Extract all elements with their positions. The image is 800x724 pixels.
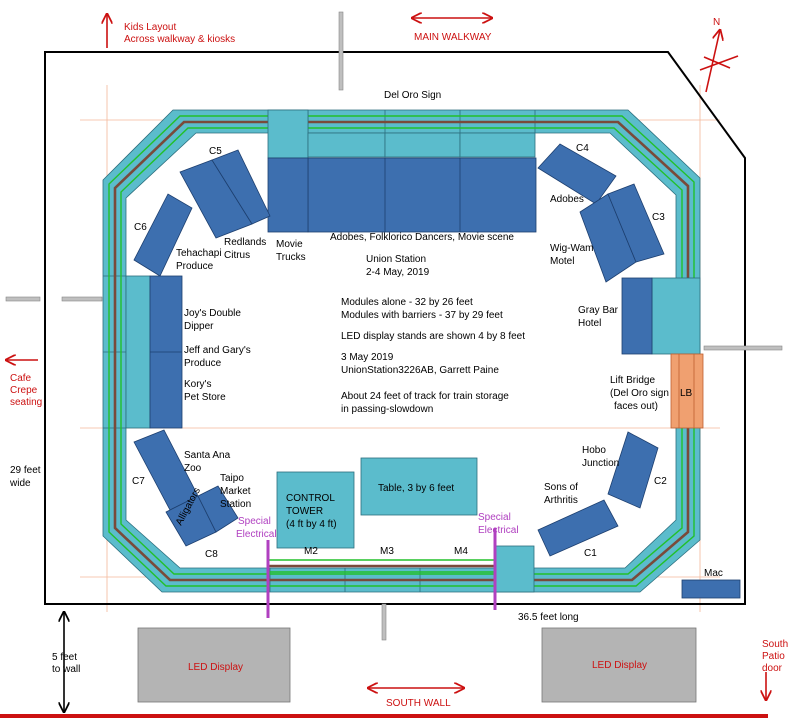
kids-layout-sub: Across walkway & kiosks — [124, 34, 235, 45]
patio-label: South — [762, 639, 788, 650]
patio-label-2: Patio — [762, 651, 785, 662]
length-label: 36.5 feet long — [518, 612, 579, 623]
m3-label: M3 — [380, 546, 394, 557]
led-display-right-label: LED Display — [592, 660, 647, 671]
sons-label-2: Arthritis — [544, 495, 578, 506]
center-line-5: Modules with barriers - 37 by 29 feet — [341, 310, 503, 321]
left-modules — [125, 275, 151, 429]
liftbridge-label-2: (Del Oro sign — [610, 388, 669, 399]
center-line-4: Modules alone - 32 by 26 feet — [341, 297, 473, 308]
liftbridge-label: Lift Bridge — [610, 375, 655, 386]
cafe-label-3: seating — [10, 397, 42, 408]
main-walkway-label: MAIN WALKWAY — [414, 32, 492, 43]
wigwam-label-2: Motel — [550, 256, 574, 267]
graybar-label-2: Hotel — [578, 318, 601, 329]
kids-layout-label: Kids Layout — [124, 22, 176, 33]
track-loop — [108, 115, 695, 587]
center-line-7: 3 May 2019 — [341, 352, 394, 363]
center-line-6: LED display stands are shown 4 by 8 feet — [341, 331, 525, 342]
table — [360, 457, 478, 516]
control-tower-label-2: TOWER — [286, 506, 323, 517]
buildings — [133, 143, 741, 599]
c1-label: C1 — [584, 548, 597, 559]
santa-ana-label: Santa Ana — [184, 450, 231, 461]
led-display-right — [541, 627, 697, 703]
room-outline — [44, 51, 746, 605]
text-labels: Kids Layout Across walkway & kiosks MAIN… — [9, 17, 788, 709]
special-electrical-right-label-2: Electrical — [478, 525, 519, 536]
sons-label: Sons of — [544, 482, 578, 493]
center-line-10: in passing-slowdown — [341, 404, 433, 415]
control-tower-label: CONTROL — [286, 493, 335, 504]
redlands-label: Redlands — [224, 237, 266, 248]
lift-bridge — [670, 353, 704, 429]
m2-label: M2 — [304, 546, 318, 557]
center-line-8: UnionStation3226AB, Garrett Paine — [341, 365, 499, 376]
hobo-label: Hobo — [582, 445, 606, 456]
kory-label: Kory's — [184, 379, 211, 390]
c2-label: C2 — [654, 476, 667, 487]
c5-label: C5 — [209, 146, 222, 157]
taipo-label: Taipo — [220, 473, 244, 484]
c6-label: C6 — [134, 222, 147, 233]
south-wall-label: SOUTH WALL — [386, 698, 451, 709]
joys-label-2: Dipper — [184, 321, 214, 332]
table-label: Table, 3 by 6 feet — [378, 483, 454, 494]
hobo-label-2: Junction — [582, 458, 619, 469]
cafe-label-2: Crepe — [10, 385, 38, 396]
cafe-label: Cafe — [10, 373, 32, 384]
special-electrical-left-label: Special — [238, 516, 271, 527]
center-line-3: 2-4 May, 2019 — [366, 267, 430, 278]
jeff-label-2: Produce — [184, 358, 222, 369]
led-display-left — [137, 627, 291, 703]
jeff-label: Jeff and Gary's — [184, 345, 251, 356]
passing-siding — [268, 559, 495, 573]
barrier-posts — [5, 11, 783, 641]
lb-label: LB — [680, 388, 693, 399]
red-arrows — [6, 14, 766, 700]
special-electrical-right-label: Special — [478, 512, 511, 523]
graybar-label: Gray Bar — [578, 305, 619, 316]
c4-label: C4 — [576, 143, 589, 154]
wigwam-label: Wig-Wam — [550, 243, 594, 254]
north-label: N — [713, 17, 720, 28]
joys-label: Joy's Double — [184, 308, 241, 319]
taipo-label-3: Station — [220, 499, 251, 510]
right-modules — [495, 277, 701, 593]
movie-label: Movie — [276, 239, 303, 250]
width-label: 29 feet — [10, 465, 41, 476]
kory-label-2: Pet Store — [184, 392, 226, 403]
del-oro-sign-label: Del Oro Sign — [384, 90, 441, 101]
tehachapi-label-2: Produce — [176, 261, 214, 272]
to-wall-label: 5 feet — [52, 652, 77, 663]
control-tower — [276, 471, 355, 549]
special-electrical-left-label-2: Electrical — [236, 529, 277, 540]
movie-label-2: Trucks — [276, 252, 306, 263]
adobes-label: Adobes — [550, 194, 584, 205]
taipo-label-2: Market — [220, 486, 251, 497]
santa-ana-label-2: Zoo — [184, 463, 202, 474]
patio-label-3: door — [762, 663, 783, 674]
led-display-left-label: LED Display — [188, 662, 243, 673]
center-line-1: Adobes, Folklorico Dancers, Movie scene — [330, 232, 514, 243]
m4-label: M4 — [454, 546, 468, 557]
c8-label: C8 — [205, 549, 218, 560]
c7-label: C7 — [132, 476, 145, 487]
mac-label: Mac — [704, 568, 723, 579]
center-line-2: Union Station — [366, 254, 426, 265]
c3-label: C3 — [652, 212, 665, 223]
redlands-label-2: Citrus — [224, 250, 250, 261]
center-line-9: About 24 feet of track for train storage — [341, 391, 509, 402]
liftbridge-label-3: faces out) — [614, 401, 658, 412]
to-wall-label-2: to wall — [52, 664, 80, 675]
top-modules — [267, 109, 536, 159]
control-tower-label-3: (4 ft by 4 ft) — [286, 519, 337, 530]
tehachapi-label: Tehachapi — [176, 248, 222, 259]
width-label-2: wide — [9, 478, 31, 489]
